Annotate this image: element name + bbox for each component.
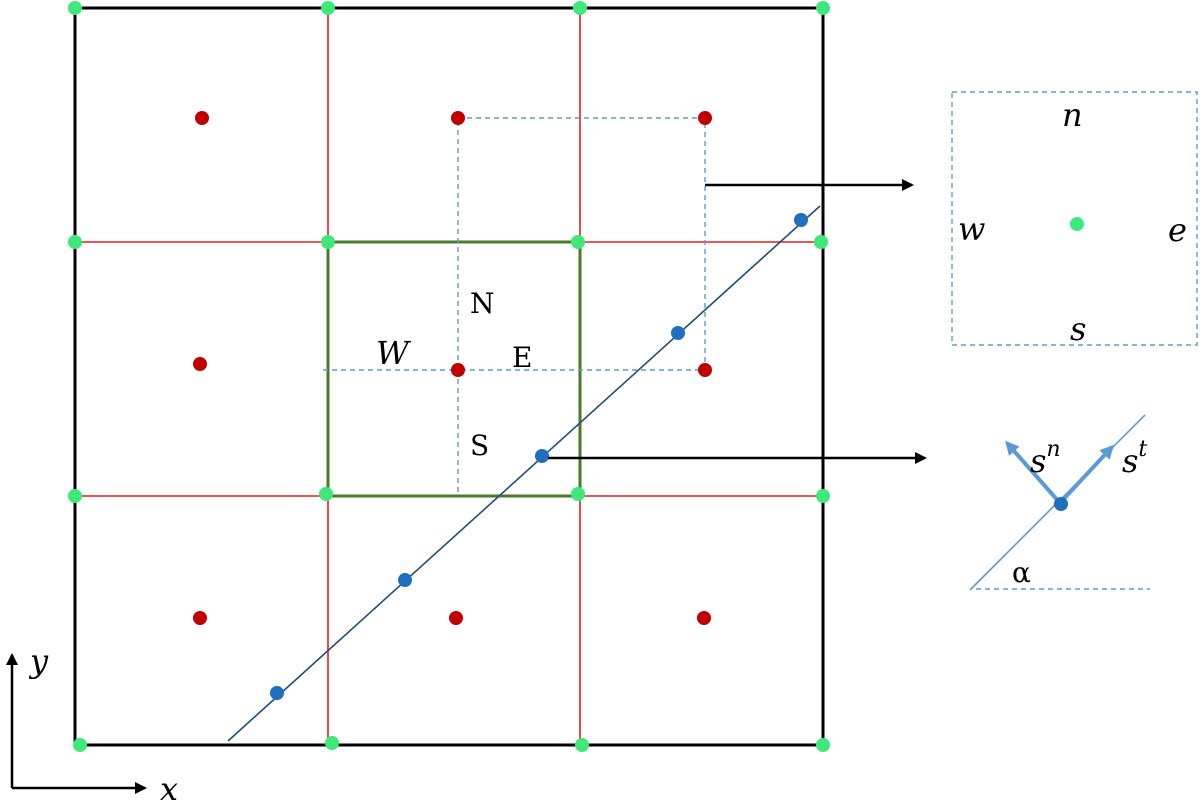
cell-center (451, 111, 465, 125)
boundary-inset-point (1054, 497, 1068, 511)
boundary-point (794, 213, 808, 227)
tangent-vector (1058, 444, 1115, 505)
boundary-point (671, 326, 685, 340)
face-label-east: e (1168, 211, 1187, 249)
angle-label: α (1012, 556, 1031, 589)
tangent-vector-label: st (1122, 437, 1147, 480)
cell-center (193, 357, 207, 371)
face-inset-box (951, 91, 1198, 346)
grid-nodes (68, 1, 830, 752)
boundary-point (398, 573, 412, 587)
face-inset: n s w e (951, 91, 1198, 348)
shifted-cell (457, 117, 706, 371)
control-volume (326, 240, 582, 498)
boundary-points (270, 213, 808, 700)
normal-vector-label: sn (1030, 437, 1061, 480)
domain-boundary (73, 6, 825, 747)
y-axis-label: y (28, 642, 49, 680)
interface-line (227, 205, 821, 742)
grid-node (816, 489, 830, 503)
boundary-inset: sn st α (969, 414, 1150, 591)
label-north: N (470, 287, 495, 320)
grid-node (816, 1, 830, 15)
face-label-west: w (958, 210, 985, 248)
cell-center (449, 611, 463, 625)
cell-center (451, 363, 465, 377)
normal-vector (1005, 440, 1062, 505)
cell-centers (193, 111, 712, 625)
coordinate-axes: y x (5, 642, 178, 808)
grid-node (73, 738, 87, 752)
label-south: S (470, 429, 489, 462)
cell-center (697, 611, 711, 625)
grid-node (321, 235, 335, 249)
boundary-point (270, 686, 284, 700)
grid-node (814, 235, 828, 249)
face-label-north: n (1062, 96, 1083, 134)
cell-center (193, 611, 207, 625)
grid-node (575, 738, 589, 752)
grid-node (321, 1, 335, 15)
cell-center (698, 111, 712, 125)
grid-node (319, 487, 333, 501)
face-label-south: s (1070, 310, 1086, 348)
cell-center (698, 363, 712, 377)
grid-node (571, 235, 585, 249)
grid-node (816, 738, 830, 752)
label-west: W (376, 334, 412, 372)
grid-node (573, 1, 587, 15)
grid-node (68, 489, 82, 503)
cell-center (195, 111, 209, 125)
grid-node (68, 1, 82, 15)
grid-node (68, 235, 82, 249)
stencil-dashed (323, 117, 706, 496)
grid-node (571, 487, 585, 501)
label-east: E (512, 341, 532, 374)
x-axis-label: x (160, 770, 178, 803)
boundary-point (535, 449, 549, 463)
face-inset-node (1070, 217, 1084, 231)
grid-node (325, 736, 339, 750)
